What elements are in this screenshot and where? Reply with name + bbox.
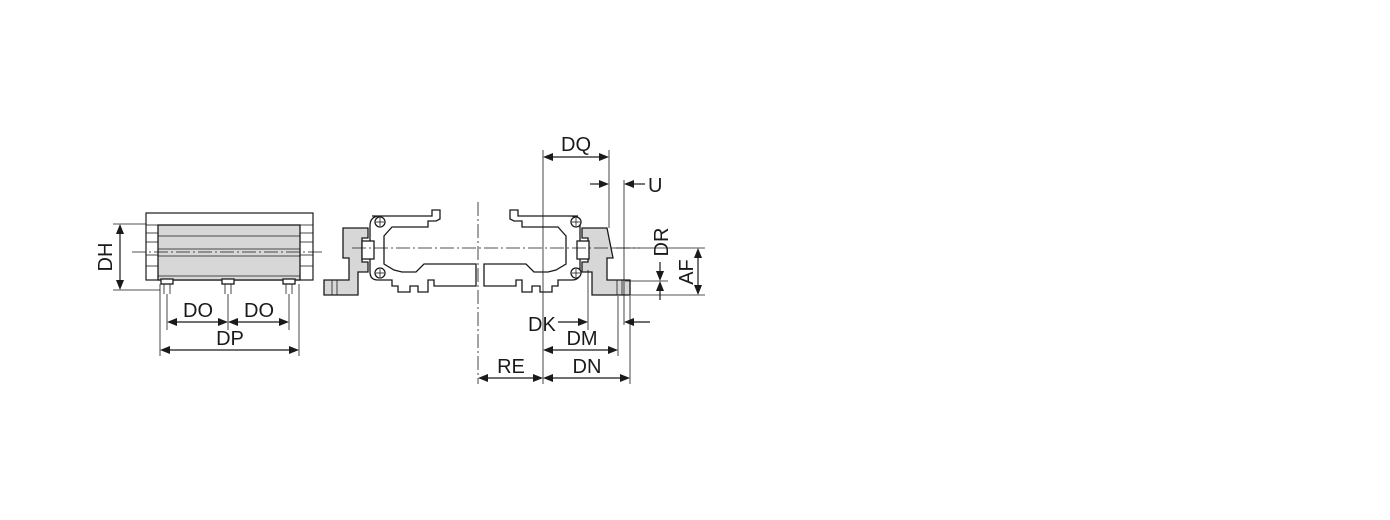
dimension-dk: DK: [528, 270, 650, 336]
dimension-dp: DP: [159, 284, 300, 356]
dimension-dm: DM: [543, 296, 619, 356]
re-label: RE: [497, 356, 525, 378]
dp-label: DP: [216, 328, 244, 350]
dn-label: DN: [573, 356, 602, 378]
mounting-screw: [160, 278, 174, 294]
dimension-u: U: [590, 175, 662, 325]
dimension-do-left: DO: [167, 300, 228, 326]
u-label: U: [648, 175, 662, 197]
chain-link-right-half: [483, 209, 581, 293]
dq-label: DQ: [561, 134, 591, 156]
dm-label: DM: [566, 328, 597, 350]
chain-link-left-half: [369, 209, 477, 293]
dimension-dq: DQ: [542, 134, 610, 384]
dk-label: DK: [528, 314, 556, 336]
dimension-dh: DH: [95, 223, 160, 291]
left-mounting-bracket: [323, 227, 369, 296]
side-view: DH DO DO DP: [95, 212, 322, 356]
cross-section-view: DQ U DR AF: [323, 134, 705, 384]
dimension-dr: DR: [613, 228, 705, 300]
dimension-do-right: DO: [228, 300, 289, 326]
side-view-chain-link: [157, 224, 301, 281]
af-label: AF: [676, 259, 698, 285]
do-right-label: DO: [244, 300, 274, 322]
dimension-af: AF: [676, 248, 702, 295]
dimension-re: RE: [478, 356, 543, 382]
mounting-screw: [282, 278, 296, 294]
dh-label: DH: [95, 243, 117, 272]
do-left-label: DO: [183, 300, 213, 322]
dr-label: DR: [651, 228, 673, 257]
mounting-screw: [221, 278, 235, 294]
dimension-dn: DN: [543, 296, 631, 384]
right-mounting-bracket: [581, 227, 631, 296]
